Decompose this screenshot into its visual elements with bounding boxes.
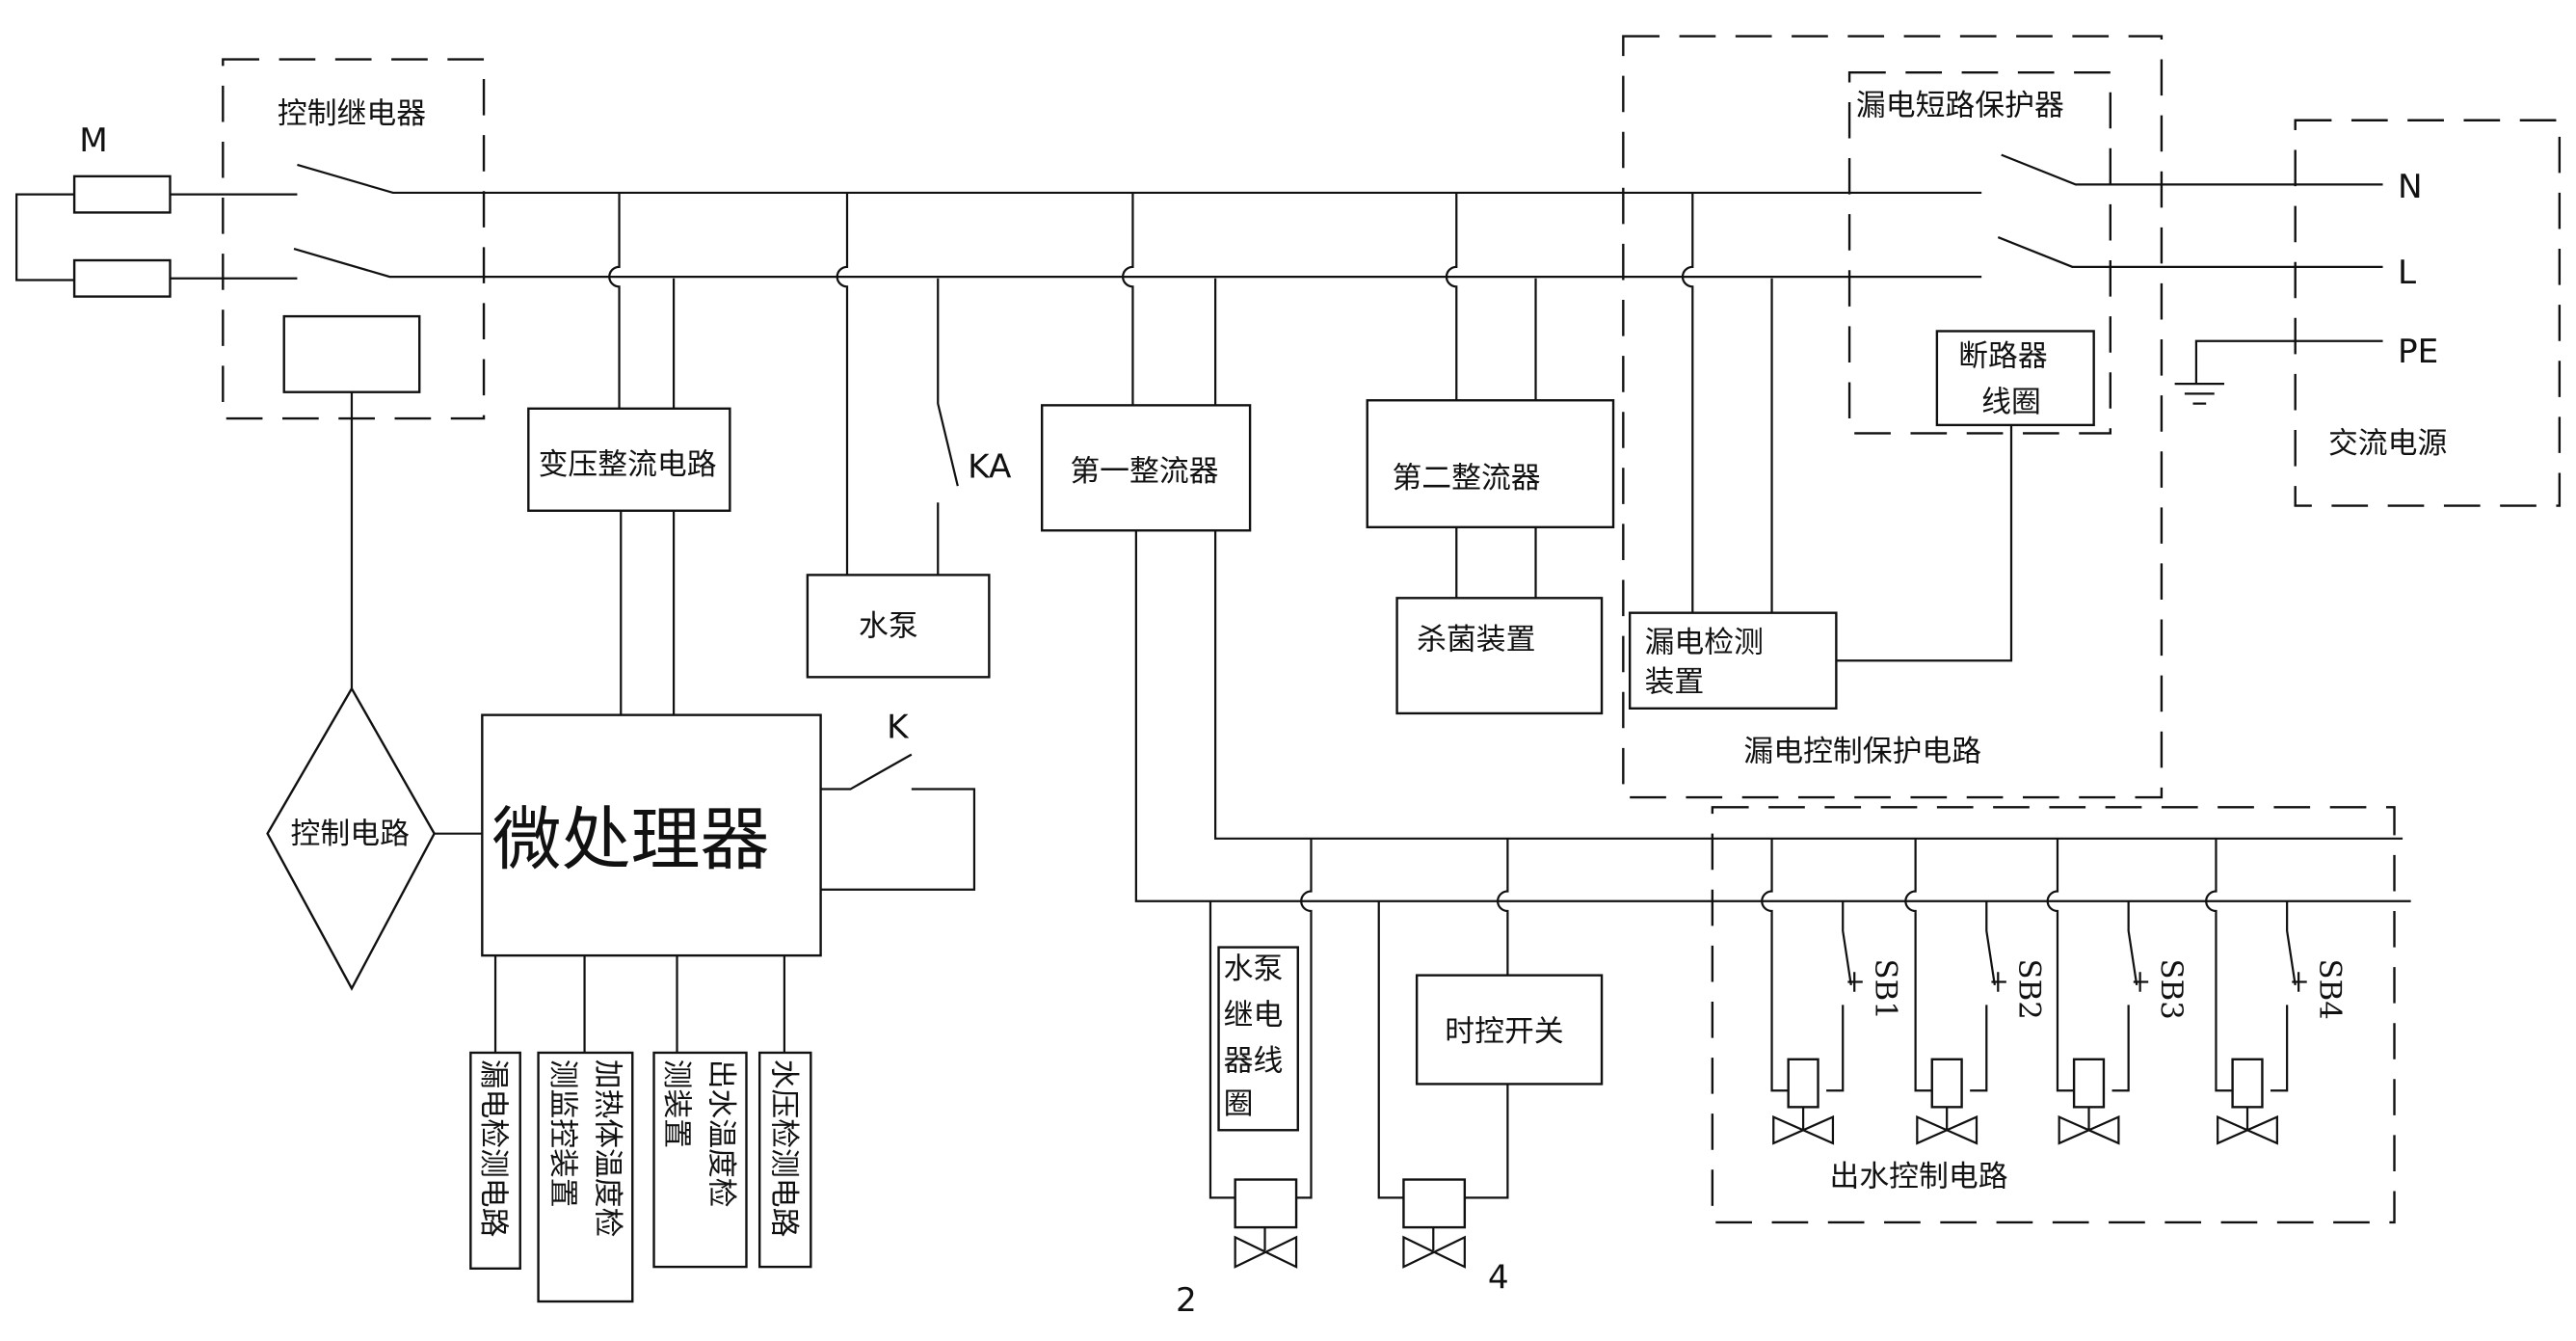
control-relay-box [222,58,486,420]
sensor-label-leakage: 漏电检测电路 [476,1059,511,1238]
timer-switch-box [1415,974,1604,1086]
sensor-label-heater-2: 测监控装置 [545,1059,580,1208]
timer-switch-label: 时控开关 [1445,1014,1563,1049]
breaker-coil-label-1: 断路器 [1958,338,2048,373]
sterilizer-label: 杀菌装置 [1417,622,1535,657]
sb-label: SB1 [1868,959,1902,1020]
sensor-box [652,1051,748,1269]
motor-heaters [15,174,298,298]
terminal-l: L [2398,254,2416,292]
sensor-label-heater-1: 加热体温度检 [590,1059,624,1238]
valve-2-label: 2 [1176,1281,1197,1320]
sensor-label-outlet-temp-2: 测装置 [659,1059,694,1148]
second-rectifier-label: 第二整流器 [1392,461,1540,496]
k-switch [820,753,976,891]
breaker-coil-label-2: 线圈 [1981,385,2041,419]
control-relay-label: 控制继电器 [278,96,426,131]
sb-label: SB4 [2312,959,2347,1020]
transformer-rectifier-box [527,407,731,512]
microprocessor-label: 微处理器 [492,799,770,880]
sb-branches: SB1 SB2 SB3 SB4 [1761,838,2347,1145]
second-rectifier-box [1366,399,1615,529]
pump-relay-coil-label-1: 水泵 [1224,952,1284,986]
sensor-boxes: 漏电检测电路 加热体温度检 测监控装置 出水温度检 测装置 水压检测电路 [469,955,812,1303]
first-rectifier-label: 第一整流器 [1070,454,1218,489]
ka-label: KA [968,448,1012,487]
terminal-pe: PE [2398,333,2438,371]
protector-contacts [1997,153,2383,268]
sterilizer-box [1395,597,1604,715]
sensor-label-outlet-temp-1: 出水温度检 [704,1059,738,1208]
leakage-detect-label-2: 装置 [1645,665,1705,700]
leakage-protection-box [1622,35,2164,799]
leakage-detect-label-1: 漏电检测 [1645,626,1764,660]
water-pump-box [806,574,991,679]
sb-label: SB3 [2154,959,2189,1020]
valve-2 [1234,1178,1298,1269]
sb-branch-4: SB4 [2205,838,2347,1145]
leakage-protection-label: 漏电控制保护电路 [1743,735,1981,769]
ac-source-label: 交流电源 [2328,426,2447,461]
ground-icon [2174,339,2383,405]
pump-relay-coil-label-4: 圈 [1224,1086,1254,1121]
control-circuit-diamond [266,685,437,991]
microprocessor-box [481,713,822,957]
leakage-short-protector-label: 漏电短路保护器 [1856,89,2064,123]
leakage-short-protector-box [1847,70,2112,435]
outlet-control-label: 出水控制电路 [1830,1159,2008,1193]
sensor-label-pressure: 水压检测电路 [767,1059,802,1238]
sb-label: SB2 [2012,959,2047,1020]
pump-relay-coil-box [1217,946,1299,1132]
water-pump-label: 水泵 [859,609,918,644]
sensor-box [757,1051,812,1269]
motor-label: M [79,121,108,160]
pump-relay-coil-label-2: 继电 [1224,998,1284,1033]
sb-branch-1: SB1 [1761,838,1903,1145]
ac-source-box [2294,119,2562,507]
first-rectifier-box [1040,404,1252,532]
sb-branch-2: SB2 [1904,838,2047,1145]
relay-contacts [293,163,1982,279]
leakage-detect-box [1628,611,1838,710]
relay-coil [282,314,421,393]
terminal-n: N [2398,168,2423,206]
pump-relay-coil-label-3: 器线 [1224,1044,1284,1079]
valve-4-label: 4 [1488,1258,1509,1297]
k-switch-label: K [887,709,910,747]
control-circuit-label: 控制电路 [291,817,410,851]
outlet-control-box [1711,806,2396,1224]
transformer-rectifier-label: 变压整流电路 [539,447,717,482]
breaker-coil-box [1935,330,2095,427]
sensor-box [537,1051,634,1303]
sensor-box [469,1051,521,1271]
sb-branch-3: SB3 [2046,838,2189,1145]
valve-4 [1402,1178,1467,1269]
